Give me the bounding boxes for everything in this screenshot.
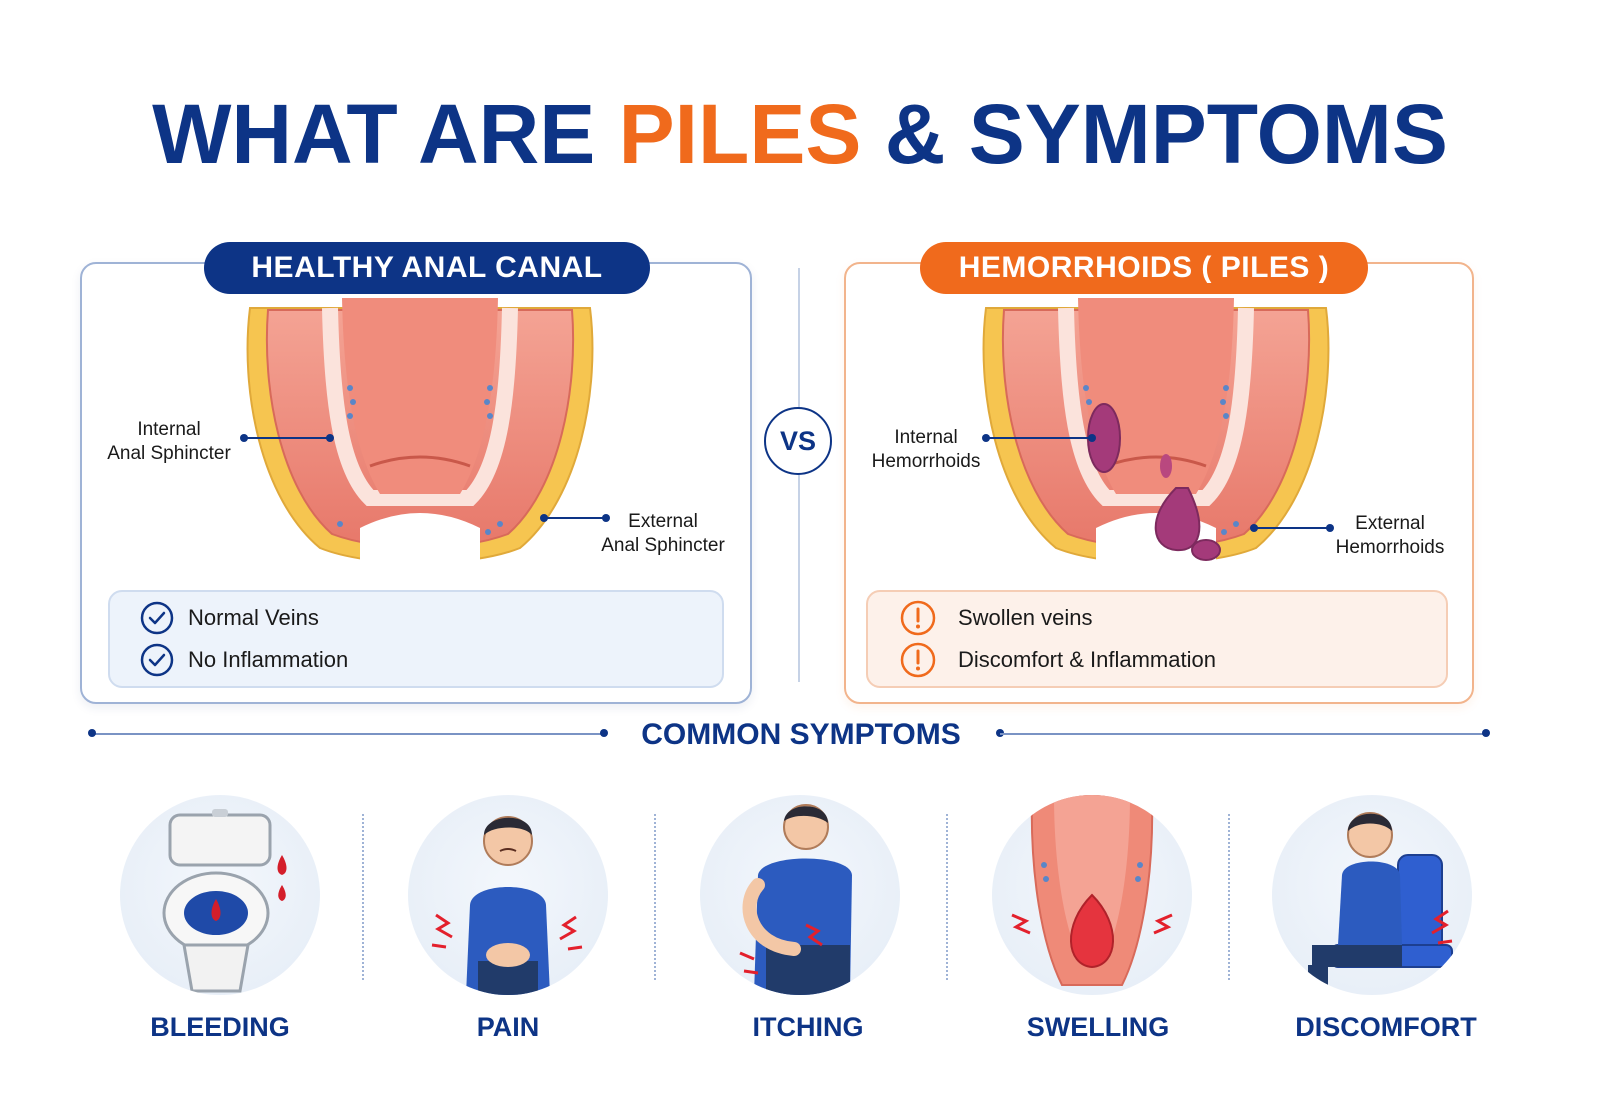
pointer-internal-sphincter — [240, 434, 334, 442]
piles-info-box: Swollen veins Discomfort & Inflammation — [866, 590, 1448, 688]
symptom-label-swelling: SWELLING — [1026, 1012, 1170, 1042]
rule-dot — [1482, 729, 1490, 737]
piles-anatomy-illustration — [982, 298, 1330, 578]
list-item: Swollen veins — [900, 597, 1446, 639]
title-part1: WHAT ARE — [152, 87, 619, 181]
alert-circle-icon — [900, 642, 936, 678]
title-part2: & SYMPTOMS — [861, 87, 1448, 181]
info-text: Discomfort & Inflammation — [958, 647, 1216, 672]
bleeding-illustration — [120, 795, 320, 995]
pointer-external-hemorrhoids — [1250, 524, 1334, 532]
healthy-anatomy-illustration — [246, 298, 594, 568]
symptoms-rule-left — [92, 733, 602, 735]
pointer-internal-hemorrhoids — [982, 434, 1096, 442]
label-external-sphincter: External Anal Sphincter — [601, 511, 725, 556]
swelling-illustration — [992, 795, 1192, 995]
discomfort-illustration — [1272, 795, 1472, 995]
page-title: WHAT ARE PILES & SYMPTOMS — [0, 92, 1600, 176]
symptom-label-itching: ITCHING — [752, 1012, 864, 1042]
pain-illustration — [408, 795, 608, 995]
info-text: Swollen veins — [958, 605, 1093, 630]
itching-illustration — [700, 795, 900, 995]
check-circle-icon — [140, 643, 174, 677]
alert-circle-icon — [900, 600, 936, 636]
center-divider — [798, 268, 800, 682]
symptom-divider — [654, 814, 656, 980]
list-item: Discomfort & Inflammation — [900, 639, 1446, 681]
rule-dot — [600, 729, 608, 737]
swelling-icon — [1011, 795, 1173, 986]
person-pain-icon — [431, 816, 583, 995]
list-item: No Inflammation — [140, 639, 722, 681]
symptom-divider — [362, 814, 364, 980]
piles-heading: HEMORRHOIDS ( PILES ) — [920, 242, 1368, 294]
symptoms-rule-right — [1000, 733, 1484, 735]
symptom-divider — [1228, 814, 1230, 980]
symptom-label-bleeding: BLEEDING — [150, 1012, 290, 1042]
label-external-hemorrhoids: External Hemorrhoids — [1335, 513, 1445, 558]
healthy-heading: HEALTHY ANAL CANAL — [204, 242, 650, 294]
symptom-divider — [946, 814, 948, 980]
info-text: No Inflammation — [188, 647, 349, 672]
symptom-label-discomfort: DISCOMFORT — [1295, 1012, 1477, 1042]
toilet-icon — [162, 809, 287, 993]
person-sitting-icon — [1308, 812, 1453, 995]
title-accent: PILES — [618, 87, 862, 181]
label-internal-sphincter: Internal Anal Sphincter — [107, 419, 231, 464]
check-circle-icon — [140, 601, 174, 635]
info-text: Normal Veins — [188, 605, 319, 630]
symptom-label-pain: PAIN — [476, 1012, 540, 1042]
pointer-external-sphincter — [540, 514, 610, 522]
list-item: Normal Veins — [140, 597, 722, 639]
symptoms-title: COMMON SYMPTOMS — [641, 718, 961, 751]
label-internal-hemorrhoids: Internal Hemorrhoids — [871, 427, 981, 472]
person-itching-icon — [739, 804, 852, 995]
vs-badge: VS — [764, 407, 832, 475]
healthy-info-box: Normal Veins No Inflammation — [108, 590, 724, 688]
rule-dot — [88, 729, 96, 737]
